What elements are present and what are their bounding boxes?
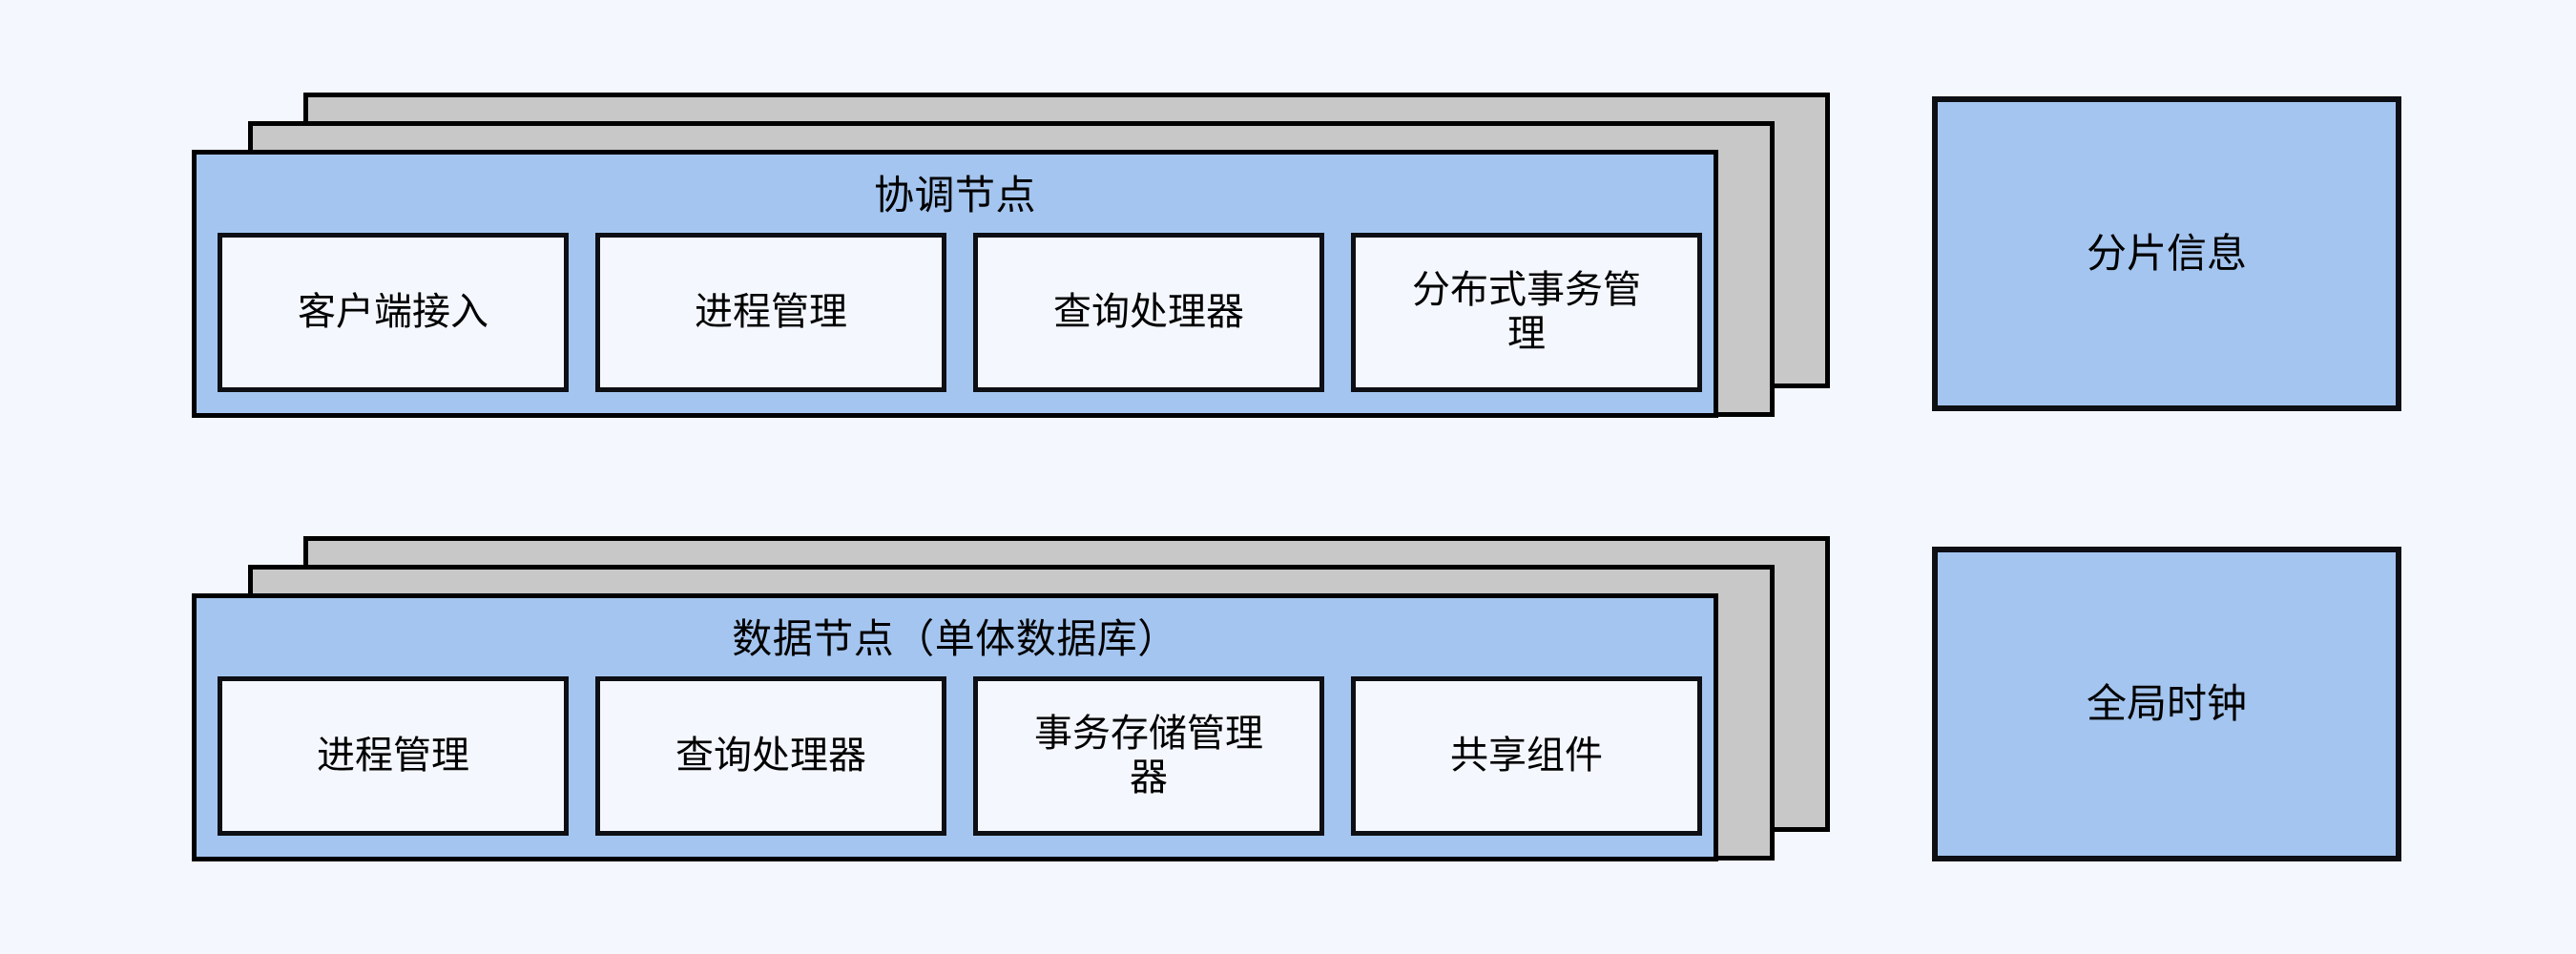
component-label: 共享组件 bbox=[1450, 734, 1603, 777]
data-node-card[interactable]: 数据节点（单体数据库） 进程管理 查询处理器 事务存储管理器 共享组件 bbox=[192, 593, 1718, 861]
component-distributed-transaction-management[interactable]: 分布式事务管理 bbox=[1351, 233, 1702, 392]
component-label: 事务存储管理器 bbox=[1034, 712, 1263, 798]
component-label: 查询处理器 bbox=[675, 734, 866, 777]
component-query-processor[interactable]: 查询处理器 bbox=[973, 233, 1324, 392]
component-label: 查询处理器 bbox=[1053, 290, 1244, 333]
data-node-component-row: 进程管理 查询处理器 事务存储管理器 共享组件 bbox=[197, 676, 1714, 857]
coordinator-component-row: 客户端接入 进程管理 查询处理器 分布式事务管理 bbox=[197, 233, 1714, 413]
coordinator-node-title: 协调节点 bbox=[873, 173, 1036, 218]
data-node-title: 数据节点（单体数据库） bbox=[732, 616, 1178, 661]
service-box-global-clock[interactable]: 全局时钟 bbox=[1932, 547, 2401, 861]
coordinator-node-card[interactable]: 协调节点 客户端接入 进程管理 查询处理器 分布式事务管理 bbox=[192, 150, 1718, 418]
component-client-access[interactable]: 客户端接入 bbox=[218, 233, 569, 392]
service-box-shard-info[interactable]: 分片信息 bbox=[1932, 96, 2401, 411]
component-process-management[interactable]: 进程管理 bbox=[595, 233, 946, 392]
component-query-processor[interactable]: 查询处理器 bbox=[595, 676, 946, 836]
data-node-group: 数据节点（单体数据库） 进程管理 查询处理器 事务存储管理器 共享组件 bbox=[192, 536, 1830, 861]
component-label: 分布式事务管理 bbox=[1412, 268, 1641, 355]
component-process-management[interactable]: 进程管理 bbox=[218, 676, 569, 836]
service-box-label: 分片信息 bbox=[2086, 230, 2247, 276]
component-label: 进程管理 bbox=[695, 290, 847, 333]
component-transaction-storage-manager[interactable]: 事务存储管理器 bbox=[973, 676, 1324, 836]
service-box-label: 全局时钟 bbox=[2086, 680, 2247, 726]
component-label: 客户端接入 bbox=[298, 290, 488, 333]
component-shared-components[interactable]: 共享组件 bbox=[1351, 676, 1702, 836]
coordinator-node-group: 协调节点 客户端接入 进程管理 查询处理器 分布式事务管理 bbox=[0, 0, 1908, 477]
component-label: 进程管理 bbox=[317, 734, 469, 777]
